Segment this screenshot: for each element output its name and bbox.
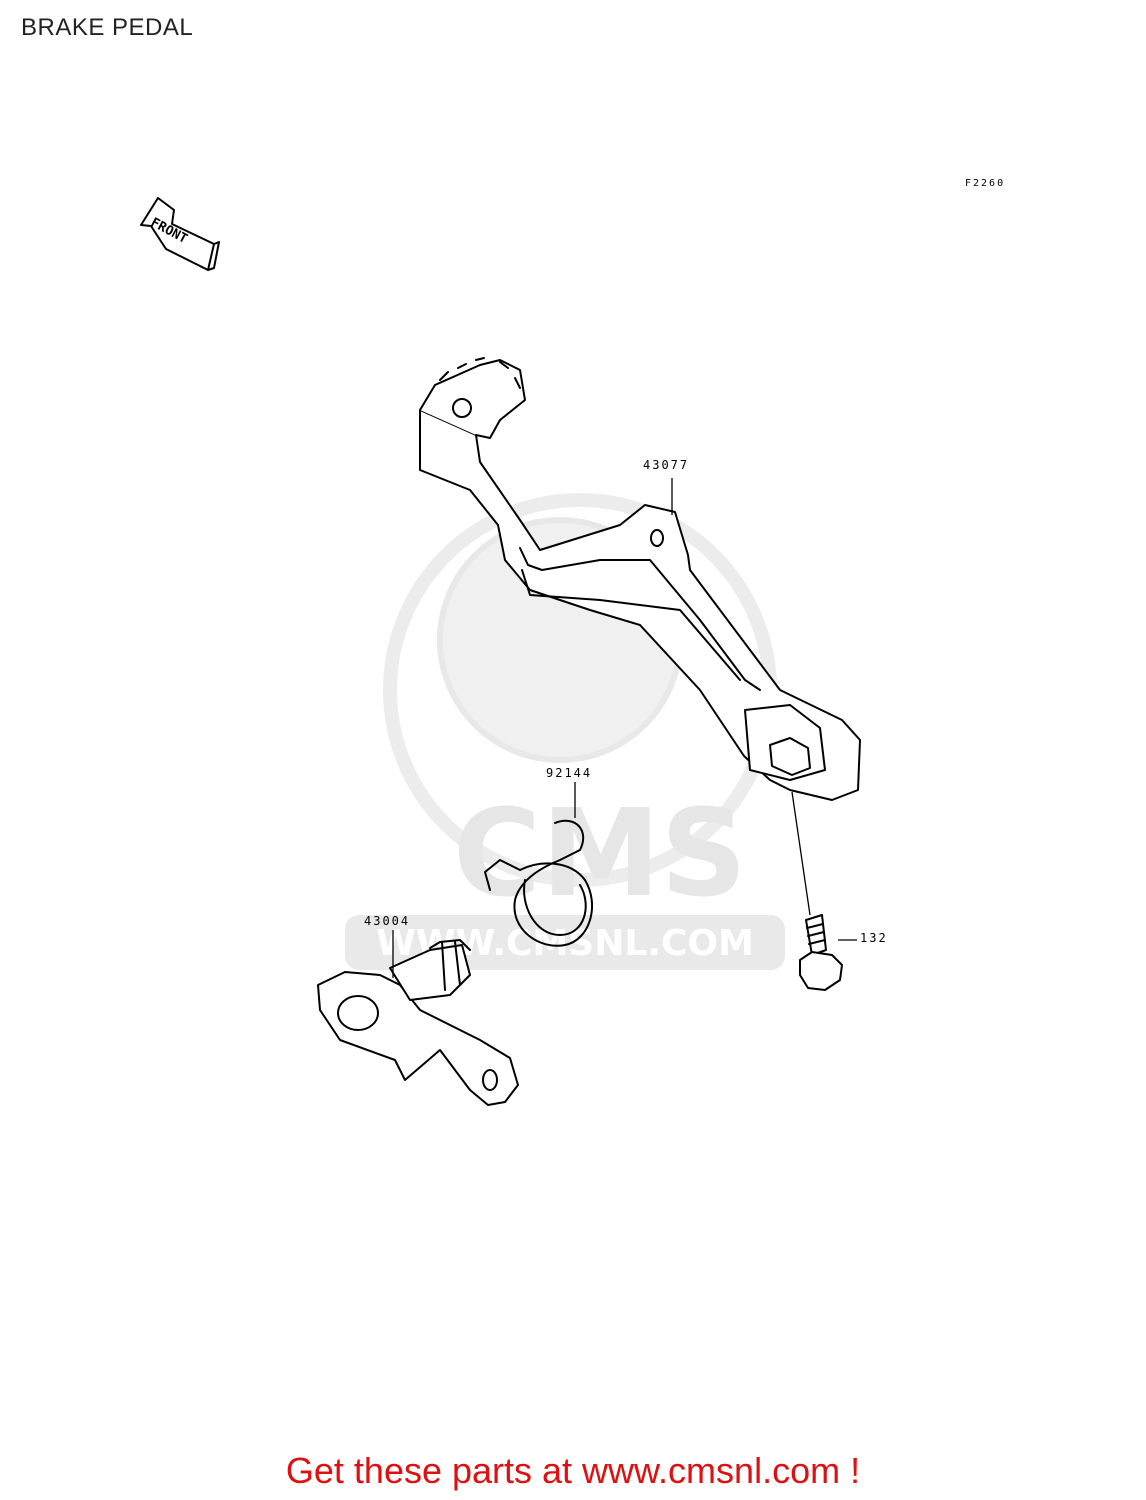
leader-lines bbox=[392, 478, 857, 978]
part-132-bolt bbox=[799, 914, 843, 991]
part-label-92144: 92144 bbox=[546, 766, 593, 780]
part-label-132: 132 bbox=[860, 931, 888, 945]
get-parts-link[interactable]: Get these parts at www.cmsnl.com ! bbox=[285, 1450, 861, 1491]
part-92144-spring bbox=[484, 819, 594, 947]
figure-code: F2260 bbox=[965, 178, 1006, 189]
watermark-logo-text: CMS bbox=[453, 785, 747, 924]
part-43004-pivot-shaft bbox=[317, 939, 519, 1106]
part-43077-brake-pedal bbox=[419, 357, 861, 801]
part-label-43004: 43004 bbox=[364, 914, 411, 928]
front-arrow-icon: FRONT bbox=[140, 197, 220, 271]
page-title: BRAKE PEDAL bbox=[21, 14, 194, 41]
part-label-43077: 43077 bbox=[643, 458, 690, 472]
